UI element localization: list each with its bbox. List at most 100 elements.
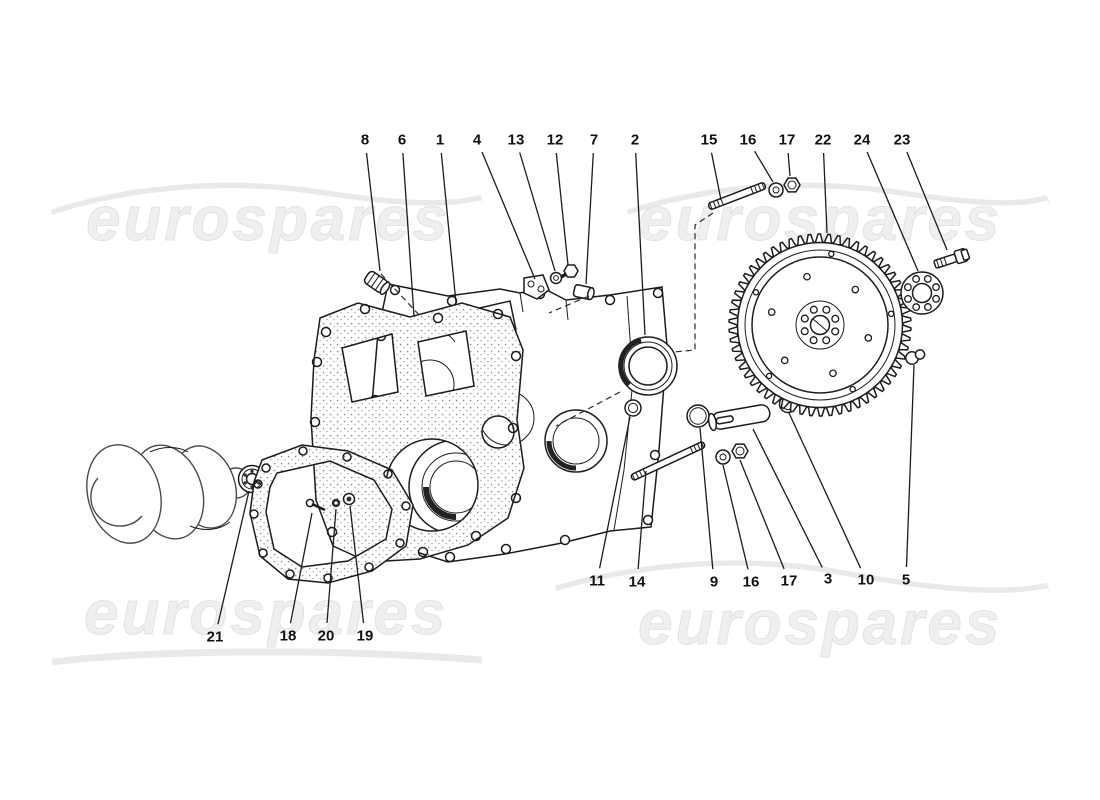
stud-upper: [707, 182, 767, 210]
callout-16: 16: [722, 464, 760, 591]
watermark-text: eurospares: [86, 185, 450, 254]
callout-label: 18: [280, 628, 297, 645]
bolt-hole: [912, 275, 921, 283]
bolt-hole: [831, 314, 840, 323]
callout-label: 17: [779, 132, 796, 149]
bolt-hole: [822, 336, 831, 345]
bolt-hole: [887, 310, 895, 318]
leader-line: [635, 152, 646, 336]
bolt-hole: [923, 274, 932, 283]
bolt-hole: [752, 289, 760, 296]
bolt-hole: [803, 272, 811, 281]
callout-label: 14: [629, 574, 646, 591]
plug-cap: [572, 284, 595, 301]
callout-label: 2: [631, 132, 639, 149]
crankshaft-drawing: [86, 444, 252, 544]
lock-plate: [900, 271, 944, 315]
dowel-pin: [707, 404, 771, 432]
callout-label: 16: [740, 132, 757, 149]
watermark-layer: eurospares eurospares eurospares eurospa…: [50, 182, 1050, 666]
cup-washer: [342, 492, 356, 506]
assembly-guides: [380, 212, 714, 427]
seal-ring: [624, 399, 642, 417]
callout-label: 1: [436, 132, 444, 149]
bolt-hole: [800, 314, 809, 323]
nut-lower: [731, 443, 749, 459]
hex-bolt-small: [560, 264, 579, 279]
watermark-text: eurospares: [638, 185, 1002, 254]
callout-label: 4: [473, 132, 482, 149]
callout-20: 20: [318, 508, 337, 645]
bolt-hole: [831, 327, 840, 336]
callout-19: 19: [349, 505, 374, 645]
callout-label: 7: [590, 132, 598, 149]
callout-label: 6: [398, 132, 406, 149]
lock-washer: [331, 498, 341, 508]
callout-label: 12: [547, 132, 564, 149]
bolt-hole: [932, 283, 940, 292]
callout-label: 10: [858, 572, 875, 589]
leader-line: [365, 152, 381, 272]
bolt-hole: [932, 294, 941, 303]
callout-11: 11: [589, 416, 631, 590]
screw: [305, 498, 326, 512]
callout-label: 3: [824, 571, 832, 588]
callout-15: 15: [701, 132, 722, 201]
washer-upper: [768, 182, 784, 198]
callout-16: 16: [740, 132, 774, 183]
bolt-hole: [822, 305, 831, 314]
leader-line: [440, 152, 457, 304]
callout-label: 5: [902, 572, 910, 589]
leader-line: [349, 505, 365, 624]
callout-3: 3: [752, 428, 832, 588]
leader-line: [519, 152, 556, 272]
oil-seal: [618, 336, 678, 396]
callout-13: 13: [508, 132, 556, 272]
threaded-plug: [363, 270, 391, 296]
bracket-plate: [523, 274, 550, 300]
callout-label: 23: [894, 132, 911, 149]
callout-24: 24: [854, 132, 919, 272]
washer-lower: [715, 449, 731, 465]
bolt-hole: [864, 334, 873, 342]
leader-line: [905, 364, 915, 568]
leader-line: [754, 150, 774, 183]
leader-line: [598, 416, 631, 569]
callout-7: 7: [585, 132, 598, 285]
callout-14: 14: [629, 470, 647, 591]
callout-21: 21: [207, 490, 250, 646]
callout-label: 19: [357, 628, 374, 645]
callout-label: 15: [701, 132, 718, 149]
callout-label: 11: [589, 573, 605, 590]
bolt-hole: [903, 283, 912, 292]
leader-line: [710, 152, 722, 201]
callout-22: 22: [815, 132, 831, 234]
bolt-hole: [851, 285, 860, 294]
bolt-hole: [780, 356, 789, 365]
o-ring: [686, 404, 710, 428]
callout-10: 10: [788, 412, 875, 589]
leader-line: [787, 152, 791, 177]
callout-label: 24: [854, 132, 871, 149]
callout-17: 17: [779, 132, 796, 177]
leader-line: [326, 508, 337, 624]
callout-label: 20: [318, 628, 335, 645]
nut-upper: [783, 177, 801, 193]
callout-label: 16: [743, 574, 760, 591]
dome-plug: [905, 349, 926, 365]
swoosh-curve: [50, 182, 1050, 666]
callout-label: 8: [361, 132, 369, 149]
bolt-hole: [800, 327, 809, 336]
callout-9: 9: [699, 427, 718, 591]
flat-washer: [549, 271, 563, 285]
leader-line: [906, 151, 948, 251]
callout-12: 12: [547, 132, 569, 266]
bolt-hole: [828, 250, 835, 258]
leader-line: [866, 151, 919, 272]
watermark-text: eurospares: [84, 579, 448, 648]
leader-line: [637, 470, 647, 570]
bolt-hole: [829, 369, 837, 378]
bolt-hole: [809, 305, 818, 314]
